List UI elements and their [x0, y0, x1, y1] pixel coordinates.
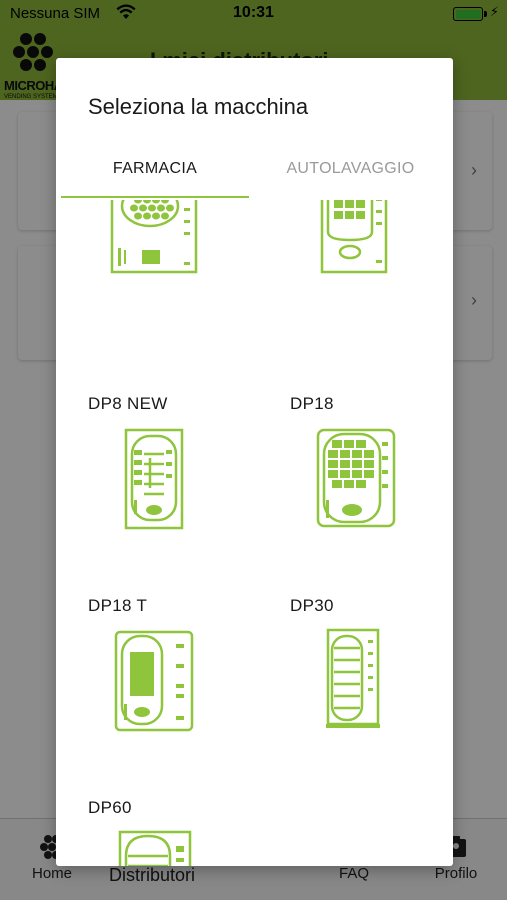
dp30-machine-icon [326, 628, 380, 728]
tab-faq-label: FAQ [338, 865, 369, 882]
tab-home[interactable]: Home [22, 819, 82, 900]
tab-autolavaggio[interactable]: AUTOLAVAGGIO [286, 160, 415, 177]
machine-item[interactable] [110, 200, 290, 274]
wifi-icon [116, 4, 136, 24]
dp18-t-machine-icon [114, 630, 194, 732]
logo-text: MICROHA [4, 78, 63, 93]
machine-item-dp18[interactable]: DP18 [290, 394, 453, 534]
machine-item-dp18-t[interactable]: DP18 T [88, 596, 268, 736]
select-machine-dialog: Seleziona la macchina FARMACIA AUTOLAVAG… [56, 58, 453, 866]
machine-name: DP8 NEW [88, 394, 168, 413]
home-icon [40, 835, 64, 859]
machine-item-dp60[interactable]: DP60 [88, 798, 268, 866]
round-slot-machine-icon [110, 200, 198, 274]
machine-item-dp8-new[interactable]: DP8 NEW [88, 394, 268, 534]
machine-category-tabs: FARMACIA AUTOLAVAGGIO [56, 154, 453, 198]
machine-item-dp30[interactable]: DP30 [290, 596, 453, 736]
charging-icon: ⚡ [489, 4, 499, 19]
company-logo: MICROHA VENDING SYSTEM [4, 32, 70, 100]
machine-name: DP60 [88, 798, 132, 817]
machine-item[interactable] [320, 200, 453, 274]
carrier-label: Nessuna SIM [10, 5, 101, 22]
tab-distributori-label: Distributori [108, 865, 196, 885]
dp18-machine-icon [316, 428, 396, 528]
tab-home-label: Home [31, 865, 72, 882]
grid-machine-icon [320, 200, 388, 274]
machine-name: DP18 T [88, 596, 148, 615]
machine-name: DP30 [290, 596, 334, 615]
machine-grid[interactable]: DP8 NEW DP18 [56, 200, 453, 866]
dialog-title: Seleziona la macchina [88, 94, 309, 119]
dp8-new-machine-icon [124, 428, 184, 530]
logo-subtext: VENDING SYSTEM [4, 94, 58, 100]
tab-profilo-label: Profilo [434, 865, 478, 882]
battery-icon [453, 7, 487, 21]
clock: 10:31 [233, 4, 274, 21]
chevron-right-icon: › [471, 160, 477, 180]
chevron-right-icon: › [471, 290, 477, 310]
status-bar: Nessuna SIM 10:31 ⚡ [0, 0, 507, 28]
dp60-machine-icon [118, 830, 192, 866]
machine-name: DP18 [290, 394, 334, 413]
tab-farmacia[interactable]: FARMACIA [61, 154, 249, 198]
